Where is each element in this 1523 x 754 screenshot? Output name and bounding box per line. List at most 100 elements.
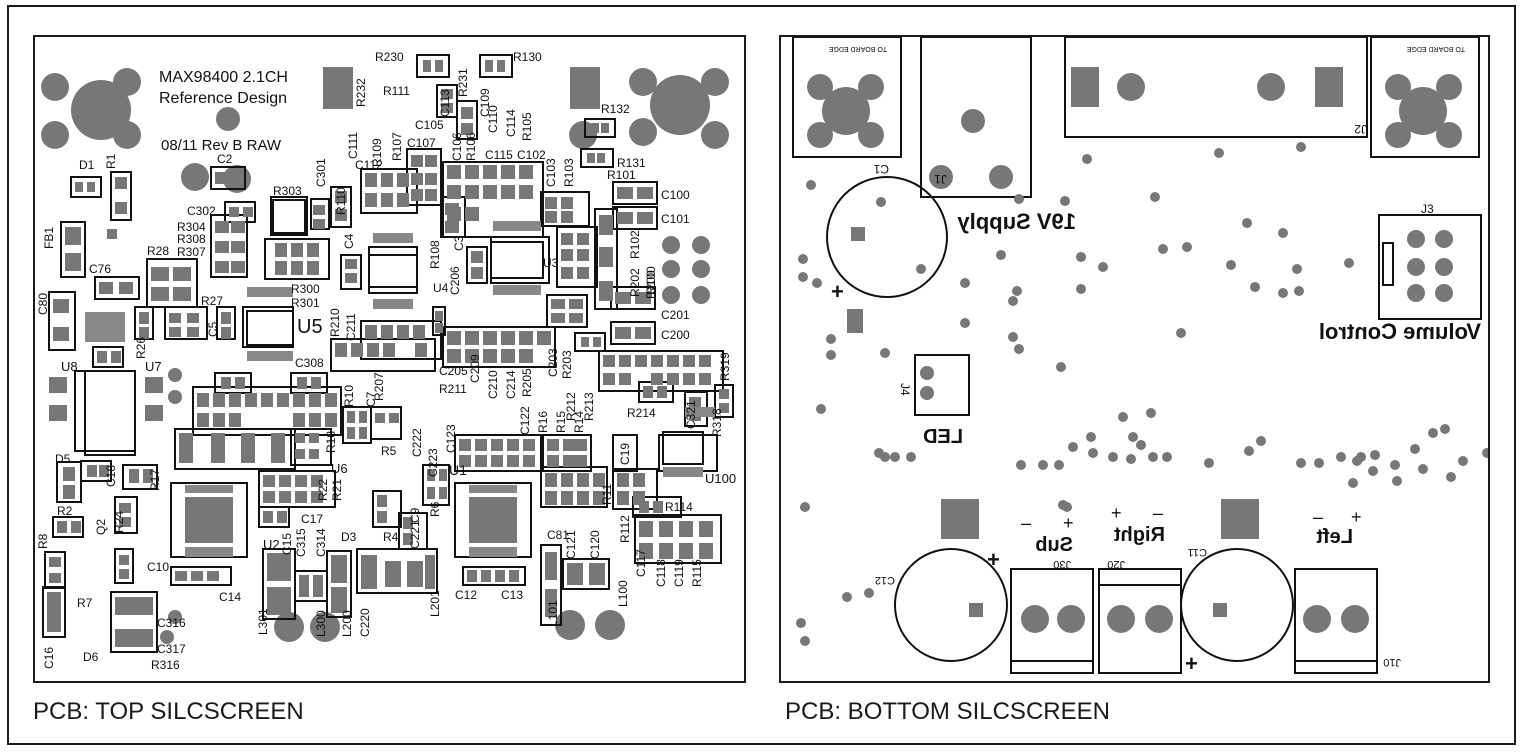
via-hole [1182, 242, 1192, 252]
ref-designator-c107: C107 [407, 136, 436, 150]
ref-designator-c121: C121 [564, 530, 578, 559]
via-hole [864, 588, 874, 598]
ref-designator-c19: C19 [618, 443, 632, 465]
chip-label-u8: U8 [61, 359, 78, 374]
ref-designator-r319: R319 [718, 352, 732, 381]
capacitor-label-c11: C11 [1188, 546, 1207, 558]
via-hole [826, 350, 836, 360]
via-hole [1256, 436, 1266, 446]
ref-designator-r1: R1 [104, 153, 118, 169]
via-hole [1136, 440, 1146, 450]
via-hole [1410, 444, 1420, 454]
via-hole [880, 452, 890, 462]
via-hole [1068, 442, 1078, 452]
ref-designator-c201: C201 [661, 308, 690, 322]
ref-designator-c113: C113 [438, 89, 452, 117]
ref-designator-c14: C14 [219, 590, 241, 604]
ref-designator-c308: C308 [295, 356, 324, 370]
ref-designator-r231: R231 [456, 68, 470, 97]
ref-designator-c15: C15 [280, 533, 294, 555]
ref-designator-c115: C115 [485, 148, 513, 162]
via-hole [1098, 262, 1108, 272]
ref-designator-r21: R21 [330, 479, 344, 501]
ref-designator-c3: C3 [452, 235, 466, 251]
ref-designator-r16: R16 [536, 411, 550, 433]
via-hole [798, 272, 808, 282]
via-hole [1348, 478, 1358, 488]
bottom-silkscreen-panel: TO BOARD EDGE TO BOARD EDGE J2 J1 J3 C1 … [779, 35, 1490, 683]
connector-label-j4: J4 [898, 383, 912, 396]
via-hole [1118, 412, 1128, 422]
right-plus: + [1111, 503, 1122, 523]
ref-designator-r17: R17 [148, 469, 162, 491]
ref-designator-c13: C13 [501, 588, 523, 602]
ref-designator-c302: C302 [187, 204, 216, 218]
via-hole [890, 452, 900, 462]
ref-designator-c223: C223 [426, 448, 440, 477]
via-hole [1250, 282, 1260, 292]
via-hole [1108, 452, 1118, 462]
board-title-line-2: Reference Design [159, 90, 287, 107]
ref-designator-r308: R308 [177, 232, 206, 246]
via-hole [812, 278, 822, 288]
board-revision: 08/11 Rev B RAW [161, 137, 282, 154]
ref-designator-c114: C114 [504, 109, 518, 137]
ref-designator-r7: R7 [77, 596, 93, 610]
ref-designator-c117: C117 [634, 549, 648, 577]
via-hole [806, 180, 816, 190]
ref-designator-c321: C321 [684, 400, 698, 429]
ref-designator-r232: R232 [354, 78, 368, 107]
via-hole [1214, 148, 1224, 158]
ref-designator-d6: D6 [83, 650, 99, 664]
via-hole [1146, 408, 1156, 418]
ref-designator-r230: R230 [375, 50, 404, 64]
ref-designator-c17: C17 [301, 512, 323, 526]
via-hole [1278, 288, 1288, 298]
via-hole [1008, 296, 1018, 306]
via-hole [1158, 244, 1168, 254]
sub-minus: – [1021, 513, 1031, 533]
left-plus: + [1351, 507, 1362, 527]
via-hole [1060, 196, 1070, 206]
ref-designator-r4: R4 [383, 530, 399, 544]
board-title-line-1: MAX98400 2.1CH [159, 69, 288, 86]
polarity-plus-c1: + [831, 279, 844, 304]
via-hole [1314, 458, 1324, 468]
ref-designator-r10: R10 [342, 385, 356, 407]
via-hole [1008, 332, 1018, 342]
ref-designator-c76: C76 [89, 262, 111, 276]
connector-label-j20: J20 [1107, 558, 1125, 570]
bottom-pcb-drawing: TO BOARD EDGE TO BOARD EDGE J2 J1 J3 C1 … [792, 37, 1488, 676]
ref-designator-c221: C221 [408, 520, 422, 549]
ref-designator-r318: R318 [710, 408, 724, 437]
ref-designator-c101: C101 [661, 212, 690, 226]
ref-designator-l301: L301 [256, 608, 270, 635]
ref-designator-r107: R107 [390, 132, 404, 161]
ref-designator-c109: C109 [478, 88, 492, 117]
via-hole [1458, 456, 1468, 466]
via-hole [1128, 432, 1138, 442]
ref-designator-r102: R102 [628, 230, 642, 259]
ref-designator-r15: R15 [554, 411, 568, 433]
ref-designator-r211: R211 [439, 382, 467, 396]
figure-frame [7, 5, 1516, 745]
ref-designator-r131: R131 [617, 156, 646, 170]
polarity-plus-c11: + [1185, 651, 1198, 676]
connector-label-j3: J3 [1421, 202, 1434, 216]
capacitor-label-c12: C12 [875, 574, 895, 586]
ref-designator-r103: R103 [562, 158, 576, 187]
top-pcb-drawing: MAX98400 2.1CH Reference Design 08/11 Re… [36, 50, 736, 672]
via-hole [1126, 454, 1136, 464]
via-hole [1336, 452, 1346, 462]
ref-designator-r214: R214 [627, 406, 656, 420]
via-hole [1086, 432, 1096, 442]
ref-designator-c203: C203 [546, 348, 560, 377]
ref-designator-r22: R22 [316, 479, 330, 501]
ref-designator-d3: D3 [341, 530, 357, 544]
ref-designator-r112: R112 [618, 515, 632, 543]
via-hole [1292, 264, 1302, 274]
connector-label-j1: J1 [934, 172, 947, 186]
via-hole [1076, 252, 1086, 262]
ref-designator-c81: C81 [547, 528, 569, 542]
ref-designator-c4: C4 [342, 233, 356, 249]
